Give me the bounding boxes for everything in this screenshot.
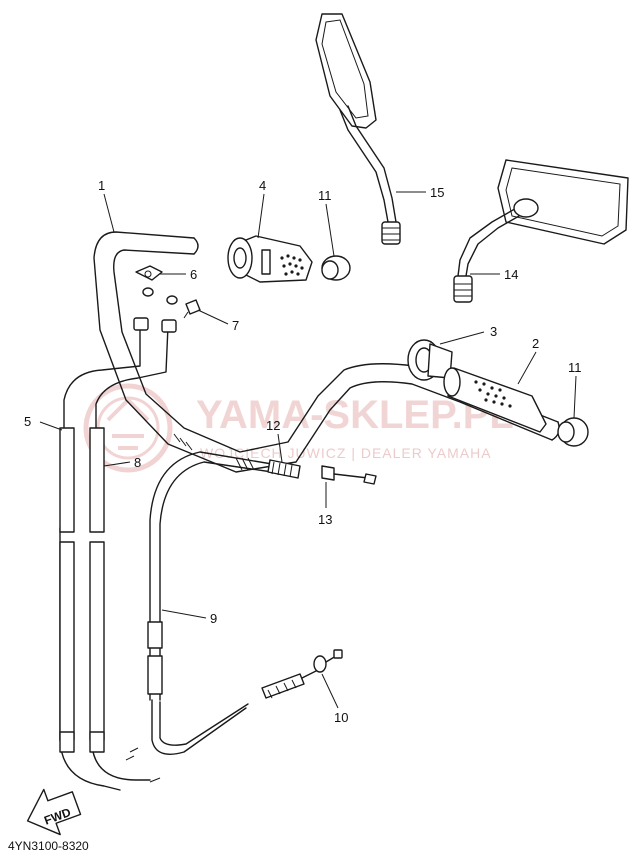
callout-12[interactable]: 12: [266, 418, 280, 433]
grip-dots: [280, 254, 304, 276]
leader-lines: [39, 191, 577, 709]
callout-13[interactable]: 13: [318, 512, 332, 527]
callout-4[interactable]: 4: [259, 178, 266, 193]
watermark-subtitle: WOJCIECH JUWICZ | DEALER YAMAHA: [200, 445, 492, 461]
callout-15[interactable]: 15: [430, 185, 444, 200]
part-2-left-grip[interactable]: [443, 367, 547, 433]
callout-9[interactable]: 9: [210, 611, 217, 626]
grip-dots: [474, 380, 512, 408]
part-12-adjuster[interactable]: [267, 459, 301, 479]
callout-8[interactable]: 8: [134, 455, 141, 470]
callout-3[interactable]: 3: [490, 324, 497, 339]
part-5-throttle-cable[interactable]: [59, 323, 141, 791]
part-8-throttle-cable[interactable]: [89, 317, 177, 783]
part-3-grip-sleeve[interactable]: [407, 339, 453, 381]
part-9-clutch-cable[interactable]: [147, 451, 273, 755]
callout-11-right[interactable]: 11: [568, 360, 582, 375]
diagram-code: 4YN3100-8320: [8, 839, 89, 853]
callout-5[interactable]: 5: [24, 414, 31, 429]
watermark-logo: [83, 383, 173, 473]
callout-2[interactable]: 2: [532, 336, 539, 351]
callout-7[interactable]: 7: [232, 318, 239, 333]
callouts: 1 2 3 4 5 6 7 8 9 10 11 11 12 13 14 15: [24, 178, 582, 725]
callout-1[interactable]: 1: [98, 178, 105, 193]
callout-10[interactable]: 10: [334, 710, 348, 725]
part-10-cable-adjuster[interactable]: [261, 649, 343, 699]
part-4-throttle-grip[interactable]: [227, 235, 313, 283]
part-7-screw[interactable]: [183, 299, 201, 319]
fwd-arrow: FWD: [26, 788, 82, 836]
part-11-grip-end-right[interactable]: [557, 417, 589, 447]
part-13-nut[interactable]: [321, 465, 377, 485]
part-14-right-mirror[interactable]: [453, 159, 629, 303]
part-15-left-mirror[interactable]: [315, 13, 401, 245]
callout-14[interactable]: 14: [504, 267, 518, 282]
part-11-grip-end-left[interactable]: [321, 255, 351, 281]
callout-11-top[interactable]: 11: [318, 188, 332, 203]
callout-6[interactable]: 6: [190, 267, 197, 282]
part-6-clamp[interactable]: [135, 265, 178, 305]
